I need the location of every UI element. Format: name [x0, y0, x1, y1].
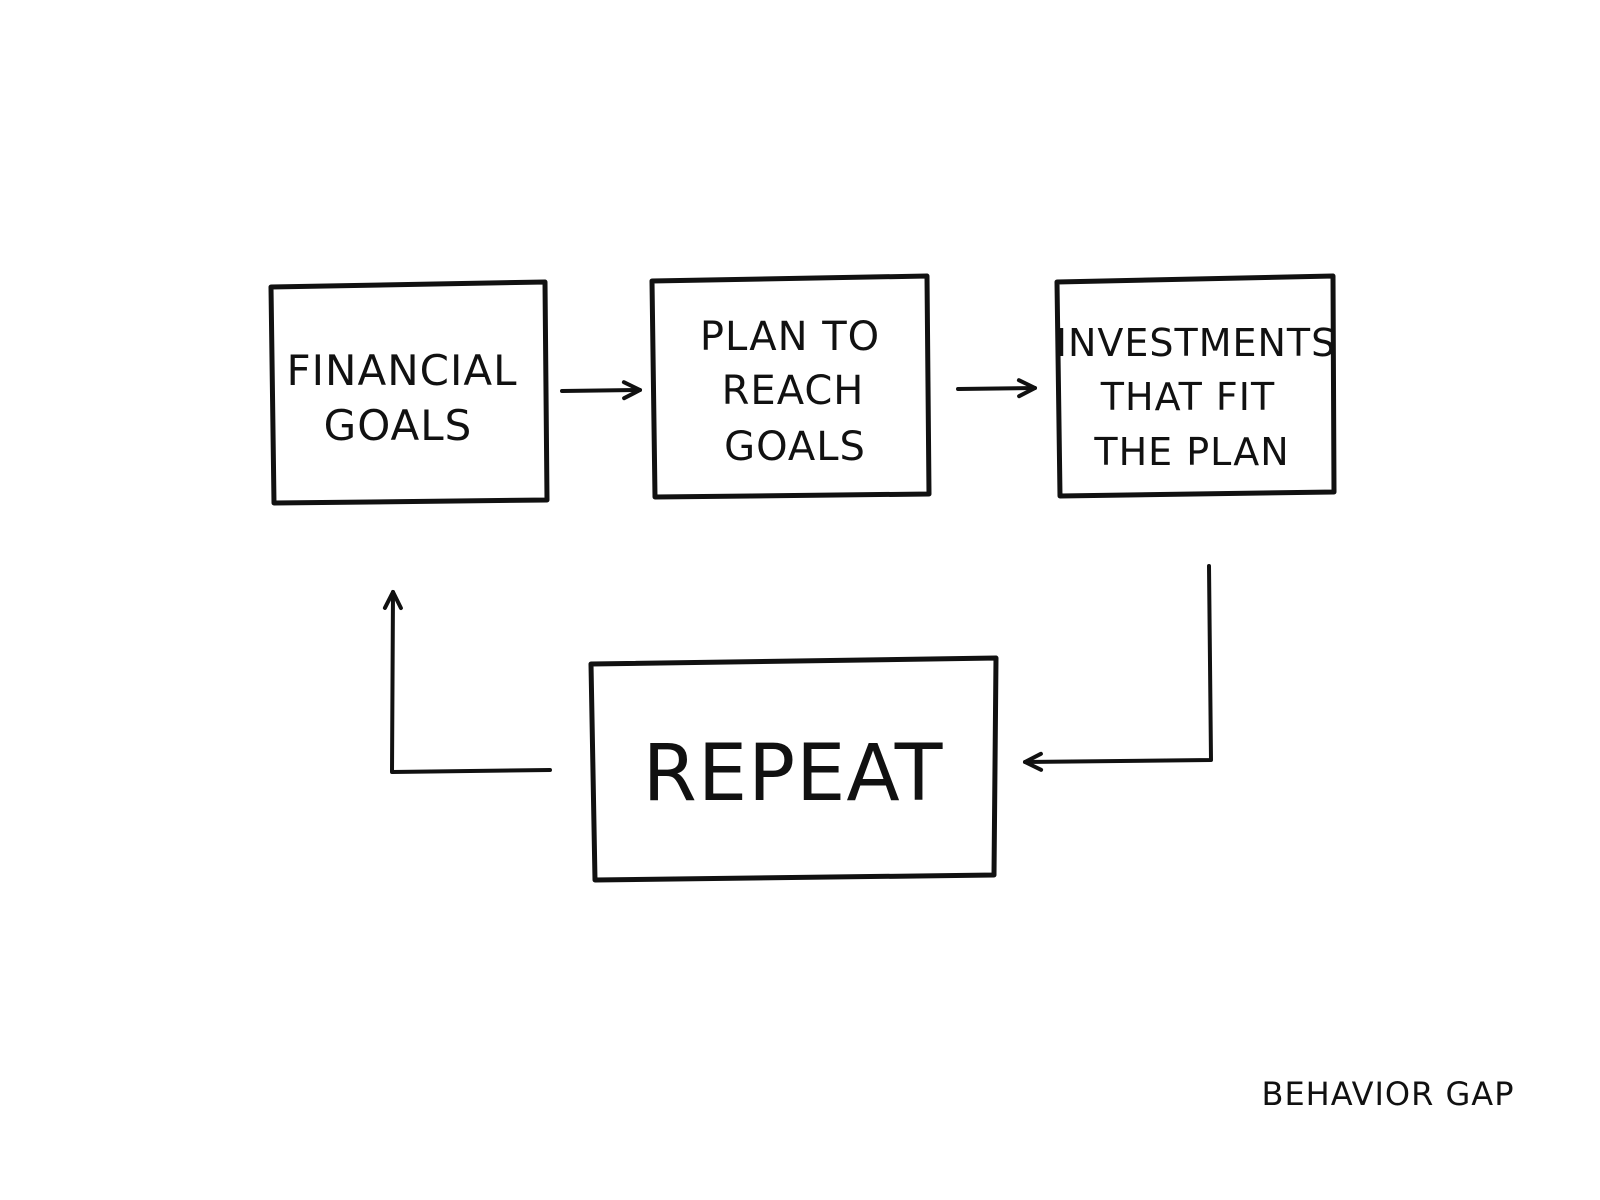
- box-plan-to-reach-goals-label-line-2: REACH: [722, 368, 865, 414]
- box-repeat-border: [588, 655, 999, 883]
- box-investments-that-fit-label-line-1: INVESTMENTS: [1056, 321, 1337, 365]
- box-financial-goals-border: [268, 279, 550, 506]
- box-plan-to-reach-goals-label-line-3: GOALS: [724, 424, 866, 470]
- arrow-plan-to-investments: [956, 378, 1037, 399]
- box-financial-goals-label-line-1: FINANCIAL: [287, 346, 518, 395]
- box-plan-to-reach-goals-label-line-1: PLAN TO: [700, 314, 880, 360]
- box-repeat: REPEAT: [588, 655, 999, 883]
- arrow-goals-to-plan: [560, 380, 642, 401]
- box-investments-that-fit-border: [1054, 273, 1337, 499]
- arrow-investments-to-repeat: [1023, 564, 1213, 772]
- box-financial-goals-label-line-2: GOALS: [324, 401, 473, 450]
- box-repeat-label: REPEAT: [643, 729, 944, 819]
- box-financial-goals: FINANCIAL GOALS: [268, 279, 550, 506]
- box-investments-that-fit-label-line-3: THE PLAN: [1093, 430, 1289, 474]
- signature-behavior-gap: BEHAVIOR GAP: [1262, 1075, 1515, 1113]
- box-investments-that-fit: INVESTMENTS THAT FIT THE PLAN: [1054, 273, 1337, 499]
- box-plan-to-reach-goals: PLAN TO REACH GOALS: [649, 273, 932, 500]
- box-plan-to-reach-goals-border: [649, 273, 932, 500]
- box-investments-that-fit-label-line-2: THAT FIT: [1100, 375, 1275, 419]
- arrow-repeat-to-goals: [382, 590, 552, 774]
